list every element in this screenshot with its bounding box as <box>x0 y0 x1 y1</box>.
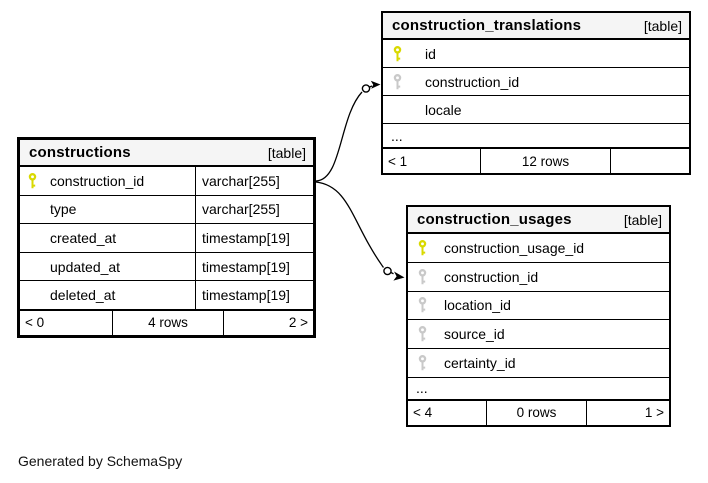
column-row-locale: locale <box>383 96 689 124</box>
column-name-label: construction_id <box>444 268 539 285</box>
column-row-deleted-at: deleted_at timestamp[19] <box>20 281 313 309</box>
arrowhead-translations <box>370 80 381 89</box>
column-name-label: certainty_id <box>444 355 516 372</box>
foreign-key-icon <box>418 355 444 371</box>
primary-key-icon <box>418 239 444 256</box>
column-name-label: source_id <box>444 326 505 343</box>
column-row-construction-id: construction_id <box>408 262 669 292</box>
column-row-id: id <box>383 40 689 68</box>
table-type-label: [table] <box>267 144 306 161</box>
column-name-label: id <box>425 45 436 62</box>
table-type-label: [table] <box>643 17 682 34</box>
column-row-type: type varchar[255] <box>20 195 313 225</box>
primary-key-icon <box>28 172 50 189</box>
column-name-label: type <box>50 201 77 218</box>
foreign-key-icon <box>418 326 444 342</box>
table-footer: < 0 4 rows 2 > <box>20 308 313 335</box>
table-node-construction-translations[interactable]: construction_translations [table] id con… <box>381 11 691 175</box>
footer-parents-count: < 4 <box>413 405 433 421</box>
table-node-constructions[interactable]: constructions [table] construction_id va… <box>17 137 316 338</box>
table-name: constructions <box>29 144 131 161</box>
zero-or-one-circle-usages <box>383 266 392 276</box>
column-row-updated-at: updated_at timestamp[19] <box>20 252 313 282</box>
table-name: construction_translations <box>392 17 582 34</box>
column-type-label: varchar[255] <box>195 195 313 224</box>
column-row-source-id: source_id <box>408 320 669 350</box>
column-row-construction-id: construction_id <box>383 68 689 96</box>
foreign-key-icon <box>393 73 425 90</box>
more-columns-ellipsis: ... <box>416 380 428 397</box>
relationship-line-translations <box>315 91 363 182</box>
column-row-certainty-id: certainty_id <box>408 349 669 378</box>
footer-rows-count: 4 rows <box>112 310 224 335</box>
column-name-label: construction_id <box>425 73 520 90</box>
column-type-label: timestamp[19] <box>195 252 313 281</box>
footer-children-count: 2 > <box>288 315 308 331</box>
footer-rows-count: 0 rows <box>486 400 587 425</box>
column-row-created-at: created_at timestamp[19] <box>20 224 313 253</box>
column-row-location-id: location_id <box>408 291 669 321</box>
foreign-key-icon <box>418 268 444 285</box>
column-name-label: deleted_at <box>50 287 116 304</box>
footer-parents-count: < 1 <box>388 153 408 169</box>
table-header: construction_translations [table] <box>383 13 689 40</box>
connector-stub <box>369 85 373 88</box>
foreign-key-icon <box>418 297 444 313</box>
relationship-line-usages <box>315 181 385 268</box>
column-type-label: timestamp[19] <box>195 281 313 309</box>
primary-key-icon <box>393 45 425 62</box>
footer-rows-count: 12 rows <box>480 149 611 173</box>
table-node-construction-usages[interactable]: construction_usages [table] construction… <box>406 205 671 427</box>
column-name-label: construction_usage_id <box>444 239 585 256</box>
table-footer: < 4 0 rows 1 > <box>408 398 669 425</box>
column-name-label: location_id <box>444 297 511 314</box>
column-type-label: timestamp[19] <box>195 224 313 252</box>
column-name-label: updated_at <box>50 258 121 275</box>
column-row-construction-usage-id: construction_usage_id <box>408 234 669 263</box>
table-header: constructions [table] <box>20 140 313 167</box>
column-type-label: varchar[255] <box>195 167 313 195</box>
column-name-label: locale <box>425 101 462 118</box>
column-name-label: construction_id <box>50 172 145 189</box>
column-row-construction-id: construction_id varchar[255] <box>20 167 313 196</box>
table-header: construction_usages [table] <box>408 207 669 234</box>
more-columns-ellipsis: ... <box>391 127 403 144</box>
footer-children-count: 1 > <box>644 405 664 421</box>
footer-parents-count: < 0 <box>25 315 45 331</box>
arrowhead-usages <box>393 271 405 281</box>
generated-by-label: Generated by SchemaSpy <box>18 453 183 469</box>
footer-children-count <box>611 149 689 173</box>
table-footer: < 1 12 rows <box>383 147 689 173</box>
table-type-label: [table] <box>623 211 662 228</box>
zero-or-one-circle-translations <box>361 84 371 93</box>
column-name-label: created_at <box>50 229 117 246</box>
table-name: construction_usages <box>417 211 572 228</box>
connector-stub <box>390 271 394 275</box>
